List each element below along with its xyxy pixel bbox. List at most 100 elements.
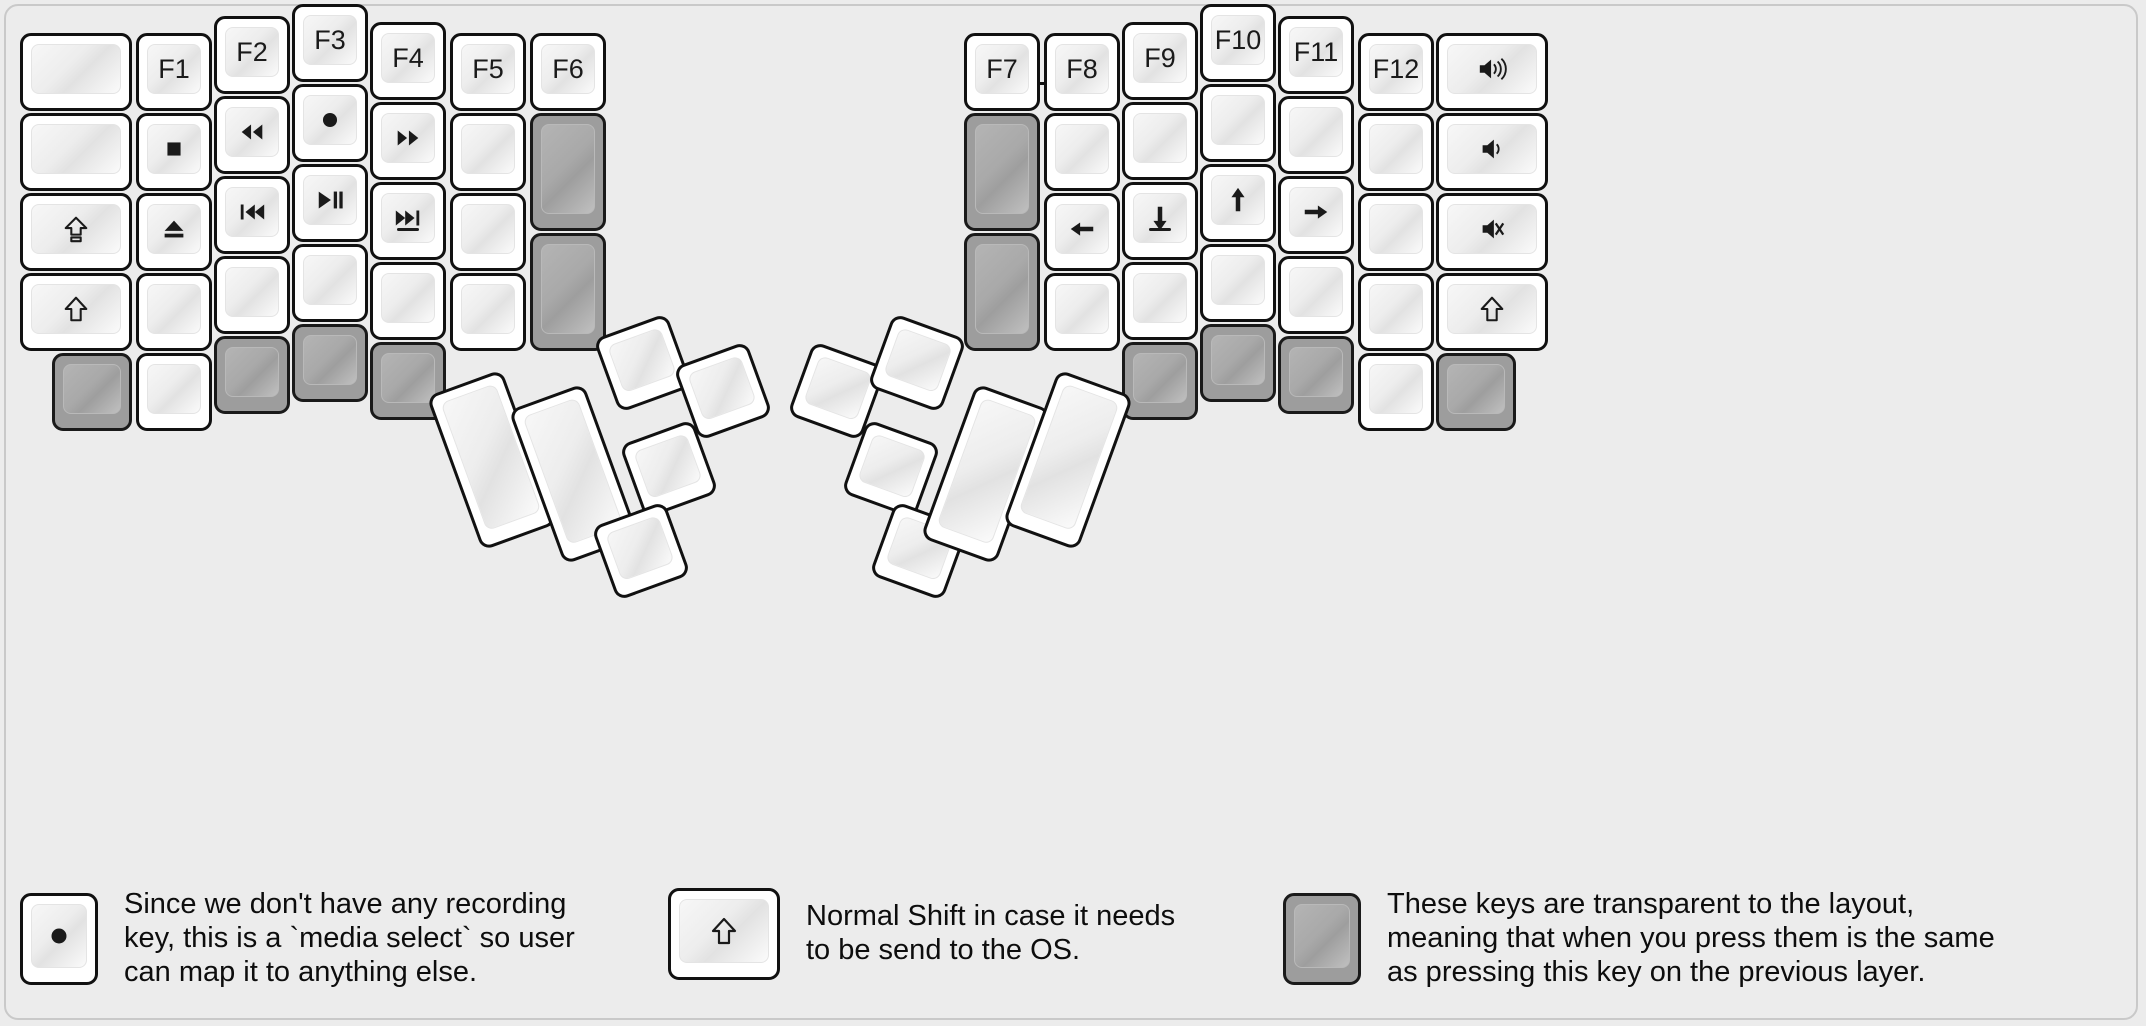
key-face	[147, 284, 201, 334]
key-l3r3[interactable]	[214, 176, 290, 254]
key-r3r3[interactable]	[1122, 182, 1198, 260]
key-l7r2[interactable]	[530, 113, 606, 231]
key-l5r4[interactable]	[370, 262, 446, 340]
key-l6r1[interactable]: F5	[450, 33, 526, 111]
key-label: F6	[552, 53, 584, 84]
key-r4r4[interactable]	[1200, 244, 1276, 322]
key-l2r3[interactable]	[136, 193, 212, 271]
key-r7r2[interactable]	[1436, 113, 1548, 191]
key-r3r4[interactable]	[1122, 262, 1198, 340]
key-label: F2	[236, 36, 268, 67]
key-face	[1055, 44, 1109, 94]
key-face	[1289, 347, 1343, 397]
key-l5r2[interactable]	[370, 102, 446, 180]
key-l5r1[interactable]: F4	[370, 22, 446, 100]
key-r6r3[interactable]	[1358, 193, 1434, 271]
key-face	[541, 44, 595, 94]
legend-item: Normal Shift in case it needs to be send…	[668, 888, 1175, 980]
key-l6r3[interactable]	[450, 193, 526, 271]
legend-description: Normal Shift in case it needs to be send…	[806, 900, 1176, 966]
key-r5r1[interactable]: F11	[1278, 16, 1354, 94]
key-r7r5[interactable]	[1436, 353, 1516, 431]
key-face	[975, 244, 1029, 334]
key-l3r4[interactable]	[214, 256, 290, 334]
arrow-down-icon	[1145, 203, 1175, 233]
shift-icon	[708, 915, 740, 947]
key-l5r5[interactable]	[370, 342, 446, 420]
volume-mute-icon	[1477, 214, 1507, 244]
key-l1r4[interactable]	[20, 273, 132, 351]
key-l2r1[interactable]: F1	[136, 33, 212, 111]
key-face	[225, 347, 279, 397]
key-face	[303, 255, 357, 305]
key-l4r5[interactable]	[292, 324, 368, 402]
key-r6r5[interactable]	[1358, 353, 1434, 431]
key-r2r1[interactable]: F8	[1044, 33, 1120, 111]
key-r7r4[interactable]	[1436, 273, 1548, 351]
key-r4r5[interactable]	[1200, 324, 1276, 402]
key-r3r1[interactable]: F9	[1122, 22, 1198, 100]
key-r4r3[interactable]	[1200, 164, 1276, 242]
key-face	[31, 124, 121, 174]
stop-icon	[159, 134, 189, 164]
key-face	[1055, 284, 1109, 334]
key-r2r2[interactable]	[1044, 113, 1120, 191]
key-l5r3[interactable]	[370, 182, 446, 260]
key-r1r2[interactable]	[964, 113, 1040, 231]
prev-track-icon	[237, 197, 267, 227]
key-face	[461, 44, 515, 94]
key-l4r4[interactable]	[292, 244, 368, 322]
key-r2r4[interactable]	[1044, 273, 1120, 351]
key-r7r3[interactable]	[1436, 193, 1548, 271]
key-r5r2[interactable]	[1278, 96, 1354, 174]
key-face	[1211, 335, 1265, 385]
key-l1r1[interactable]	[20, 33, 132, 111]
key-l6r4[interactable]	[450, 273, 526, 351]
key-face	[1369, 284, 1423, 334]
key-r6r1[interactable]: F12	[1358, 33, 1434, 111]
key-r1r3[interactable]	[964, 233, 1040, 351]
home-row-nub	[1149, 228, 1171, 231]
key-r5r5[interactable]	[1278, 336, 1354, 414]
key-l1r3[interactable]	[20, 193, 132, 271]
key-r7r1[interactable]	[1436, 33, 1548, 111]
key-face	[975, 124, 1029, 214]
key-r6r2[interactable]	[1358, 113, 1434, 191]
key-l7r3[interactable]	[530, 233, 606, 351]
key-r3r2[interactable]	[1122, 102, 1198, 180]
key-l2r4[interactable]	[136, 273, 212, 351]
legend-item: These keys are transparent to the layout…	[1283, 888, 1995, 990]
key-l2r2[interactable]	[136, 113, 212, 191]
legend-item: Since we don't have any recording key, t…	[20, 888, 575, 990]
caps-lock-icon	[61, 214, 91, 244]
key-l3r2[interactable]	[214, 96, 290, 174]
key-r3r5[interactable]	[1122, 342, 1198, 420]
key-l3r5[interactable]	[214, 336, 290, 414]
key-face	[1447, 364, 1505, 414]
key-face	[1289, 267, 1343, 317]
key-face	[607, 327, 677, 394]
key-l4r3[interactable]	[292, 164, 368, 242]
key-l1r5[interactable]	[52, 353, 132, 431]
key-r6r4[interactable]	[1358, 273, 1434, 351]
key-r4r1[interactable]: F10	[1200, 4, 1276, 82]
key-face	[1447, 284, 1537, 334]
key-l4r1[interactable]: F3	[292, 4, 368, 82]
key-face	[225, 107, 279, 157]
key-r5r3[interactable]	[1278, 176, 1354, 254]
key-l6r2[interactable]	[450, 113, 526, 191]
key-r4r2[interactable]	[1200, 84, 1276, 162]
key-l1r2[interactable]	[20, 113, 132, 191]
key-r5r4[interactable]	[1278, 256, 1354, 334]
key-face	[381, 273, 435, 323]
key-l3r1[interactable]: F2	[214, 16, 290, 94]
key-r1r1[interactable]: F7	[964, 33, 1040, 111]
key-l7r1[interactable]: F6	[530, 33, 606, 111]
key-l4r2[interactable]	[292, 84, 368, 162]
next-track-icon	[393, 203, 423, 233]
volume-up-icon	[1477, 54, 1507, 84]
key-face	[633, 433, 703, 500]
key-label: F7	[986, 53, 1018, 84]
key-r2r3[interactable]	[1044, 193, 1120, 271]
key-l2r5[interactable]	[136, 353, 212, 431]
